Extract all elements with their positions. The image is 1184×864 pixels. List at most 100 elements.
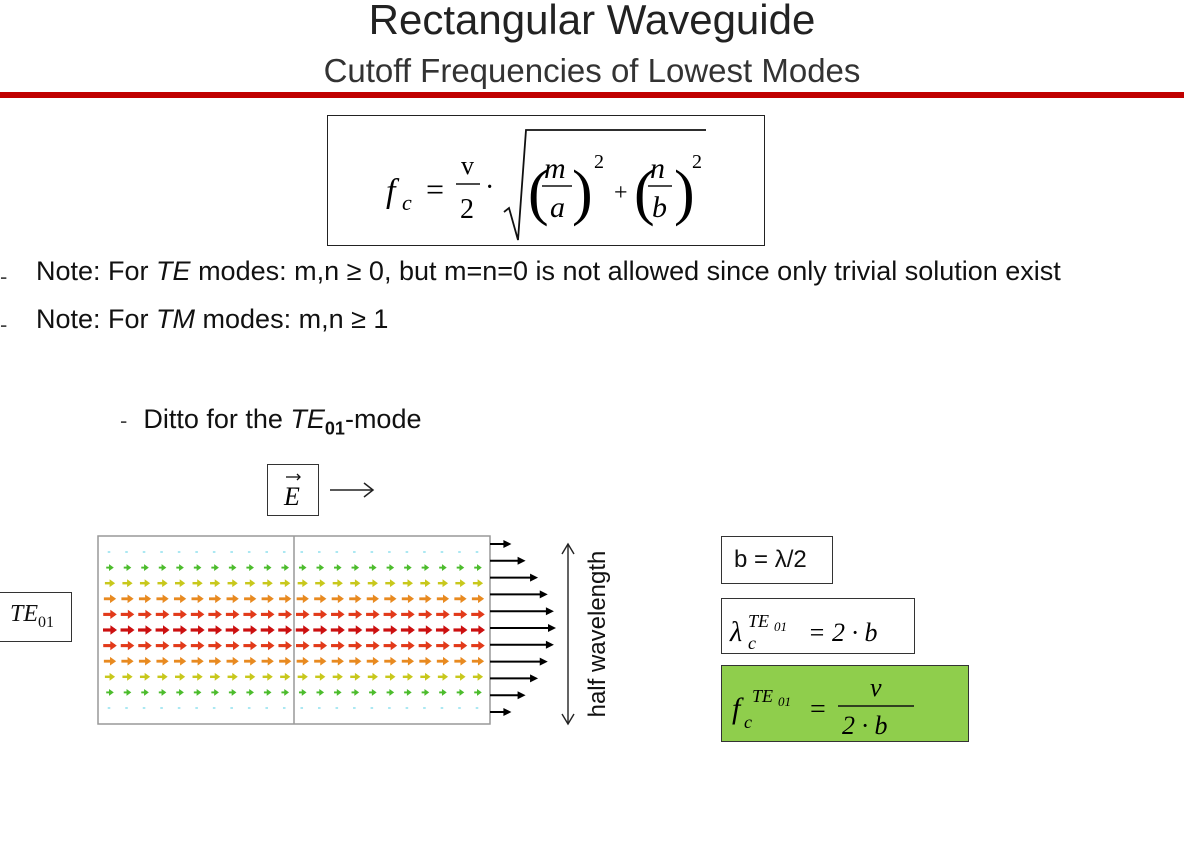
field-vector <box>471 594 485 604</box>
field-vector <box>138 594 152 604</box>
field-vector <box>332 579 343 588</box>
field-vector <box>192 579 203 588</box>
field-vector <box>138 656 152 666</box>
e-field-legend-box: E <box>267 464 319 516</box>
field-vector <box>176 564 184 572</box>
field-vector <box>280 672 291 681</box>
field-vector <box>384 594 397 604</box>
field-vector <box>315 579 326 588</box>
field-vector <box>211 688 219 696</box>
field-vector <box>454 656 467 666</box>
eq-f-cutoff-box: f c TE 01 = v 2 · b <box>721 665 969 742</box>
eq-b-lambda: b = λ/2 <box>734 546 807 573</box>
field-vector <box>386 564 395 572</box>
field-vector <box>316 564 325 572</box>
field-vector <box>401 594 415 604</box>
field-vector <box>210 579 221 588</box>
field-vector <box>173 656 187 666</box>
field-vector <box>139 579 151 588</box>
field-vector <box>208 609 222 620</box>
formula-n: n <box>650 152 665 185</box>
field-vector <box>120 640 135 651</box>
field-vector <box>279 656 292 666</box>
formula-f-sub: c <box>402 190 412 215</box>
magnitude-arrow <box>490 674 539 683</box>
field-vector <box>472 672 484 681</box>
field-vector <box>436 656 450 666</box>
magnitude-arrow <box>490 640 554 649</box>
field-vector <box>260 640 275 651</box>
field-vector <box>439 564 447 572</box>
formula-b: b <box>652 191 667 224</box>
te01-field-plot <box>97 535 491 725</box>
field-vector <box>261 594 274 604</box>
field-vector <box>106 564 114 572</box>
field-vector <box>106 688 114 696</box>
field-vector <box>190 640 205 651</box>
formula-f: f <box>386 173 400 210</box>
field-vector <box>421 564 430 572</box>
field-vector <box>366 609 380 620</box>
field-vector <box>120 625 135 635</box>
field-vector <box>103 609 117 620</box>
eq3-sup: TE <box>752 686 773 706</box>
field-vector <box>369 688 377 696</box>
field-vector <box>349 594 362 604</box>
field-vector <box>156 594 169 604</box>
field-vector <box>313 609 328 620</box>
ditto-dash: - <box>120 408 128 433</box>
field-vector <box>367 579 378 588</box>
field-vector <box>384 656 397 666</box>
eq3-sup-sub: 01 <box>778 694 791 709</box>
field-vector <box>173 594 187 604</box>
field-vector <box>245 672 256 681</box>
field-vector <box>191 656 204 666</box>
field-vector <box>278 609 293 620</box>
field-vector <box>400 625 415 635</box>
field-vector <box>209 656 222 666</box>
magnitude-arrow <box>490 607 554 616</box>
field-vector <box>210 672 221 681</box>
field-vector <box>472 579 484 588</box>
field-vector <box>296 594 309 604</box>
cutoff-formula: f c = v 2 · ( m a ) 2 + ( n b ) 2 <box>386 129 706 241</box>
field-vector <box>331 656 344 666</box>
te01-label-mode: TE <box>10 601 39 627</box>
field-vector <box>437 672 449 681</box>
field-vector <box>104 672 116 681</box>
field-vector <box>209 594 222 604</box>
half-wavelength-label: half wavelength <box>584 550 611 718</box>
field-vector <box>453 625 468 635</box>
field-vector <box>436 594 450 604</box>
field-vector <box>471 640 485 651</box>
field-vector <box>298 564 307 572</box>
field-vector <box>471 656 485 666</box>
magnitude-arrow <box>490 573 539 582</box>
field-vector <box>228 688 237 696</box>
field-vector <box>297 672 308 681</box>
field-vector <box>348 609 363 620</box>
formula-den-2: 2 <box>460 194 474 225</box>
eq-lambda-cutoff: λ c TE 01 = 2 · b <box>729 611 878 653</box>
field-vector <box>244 594 257 604</box>
field-vector <box>418 609 433 620</box>
field-vector <box>103 594 117 604</box>
note-te-suffix: modes: m,n ≥ 0, but m=n=0 is not allowed… <box>190 256 1061 286</box>
field-vector <box>278 625 293 635</box>
field-vector <box>281 564 290 572</box>
field-vector <box>315 672 326 681</box>
field-vector <box>225 609 240 620</box>
note-te-mode: TE <box>156 256 191 286</box>
magnitude-arrow <box>490 540 512 548</box>
magnitude-arrow <box>490 556 526 565</box>
field-vector <box>366 594 379 604</box>
field-vector <box>190 625 205 635</box>
field-vector <box>298 688 307 696</box>
field-vector <box>193 688 202 696</box>
field-vector <box>402 579 414 588</box>
field-vector <box>436 609 450 620</box>
field-vector <box>225 640 240 651</box>
field-vector <box>103 640 117 651</box>
e-field-symbol: E <box>283 473 301 511</box>
field-vector <box>456 688 465 696</box>
